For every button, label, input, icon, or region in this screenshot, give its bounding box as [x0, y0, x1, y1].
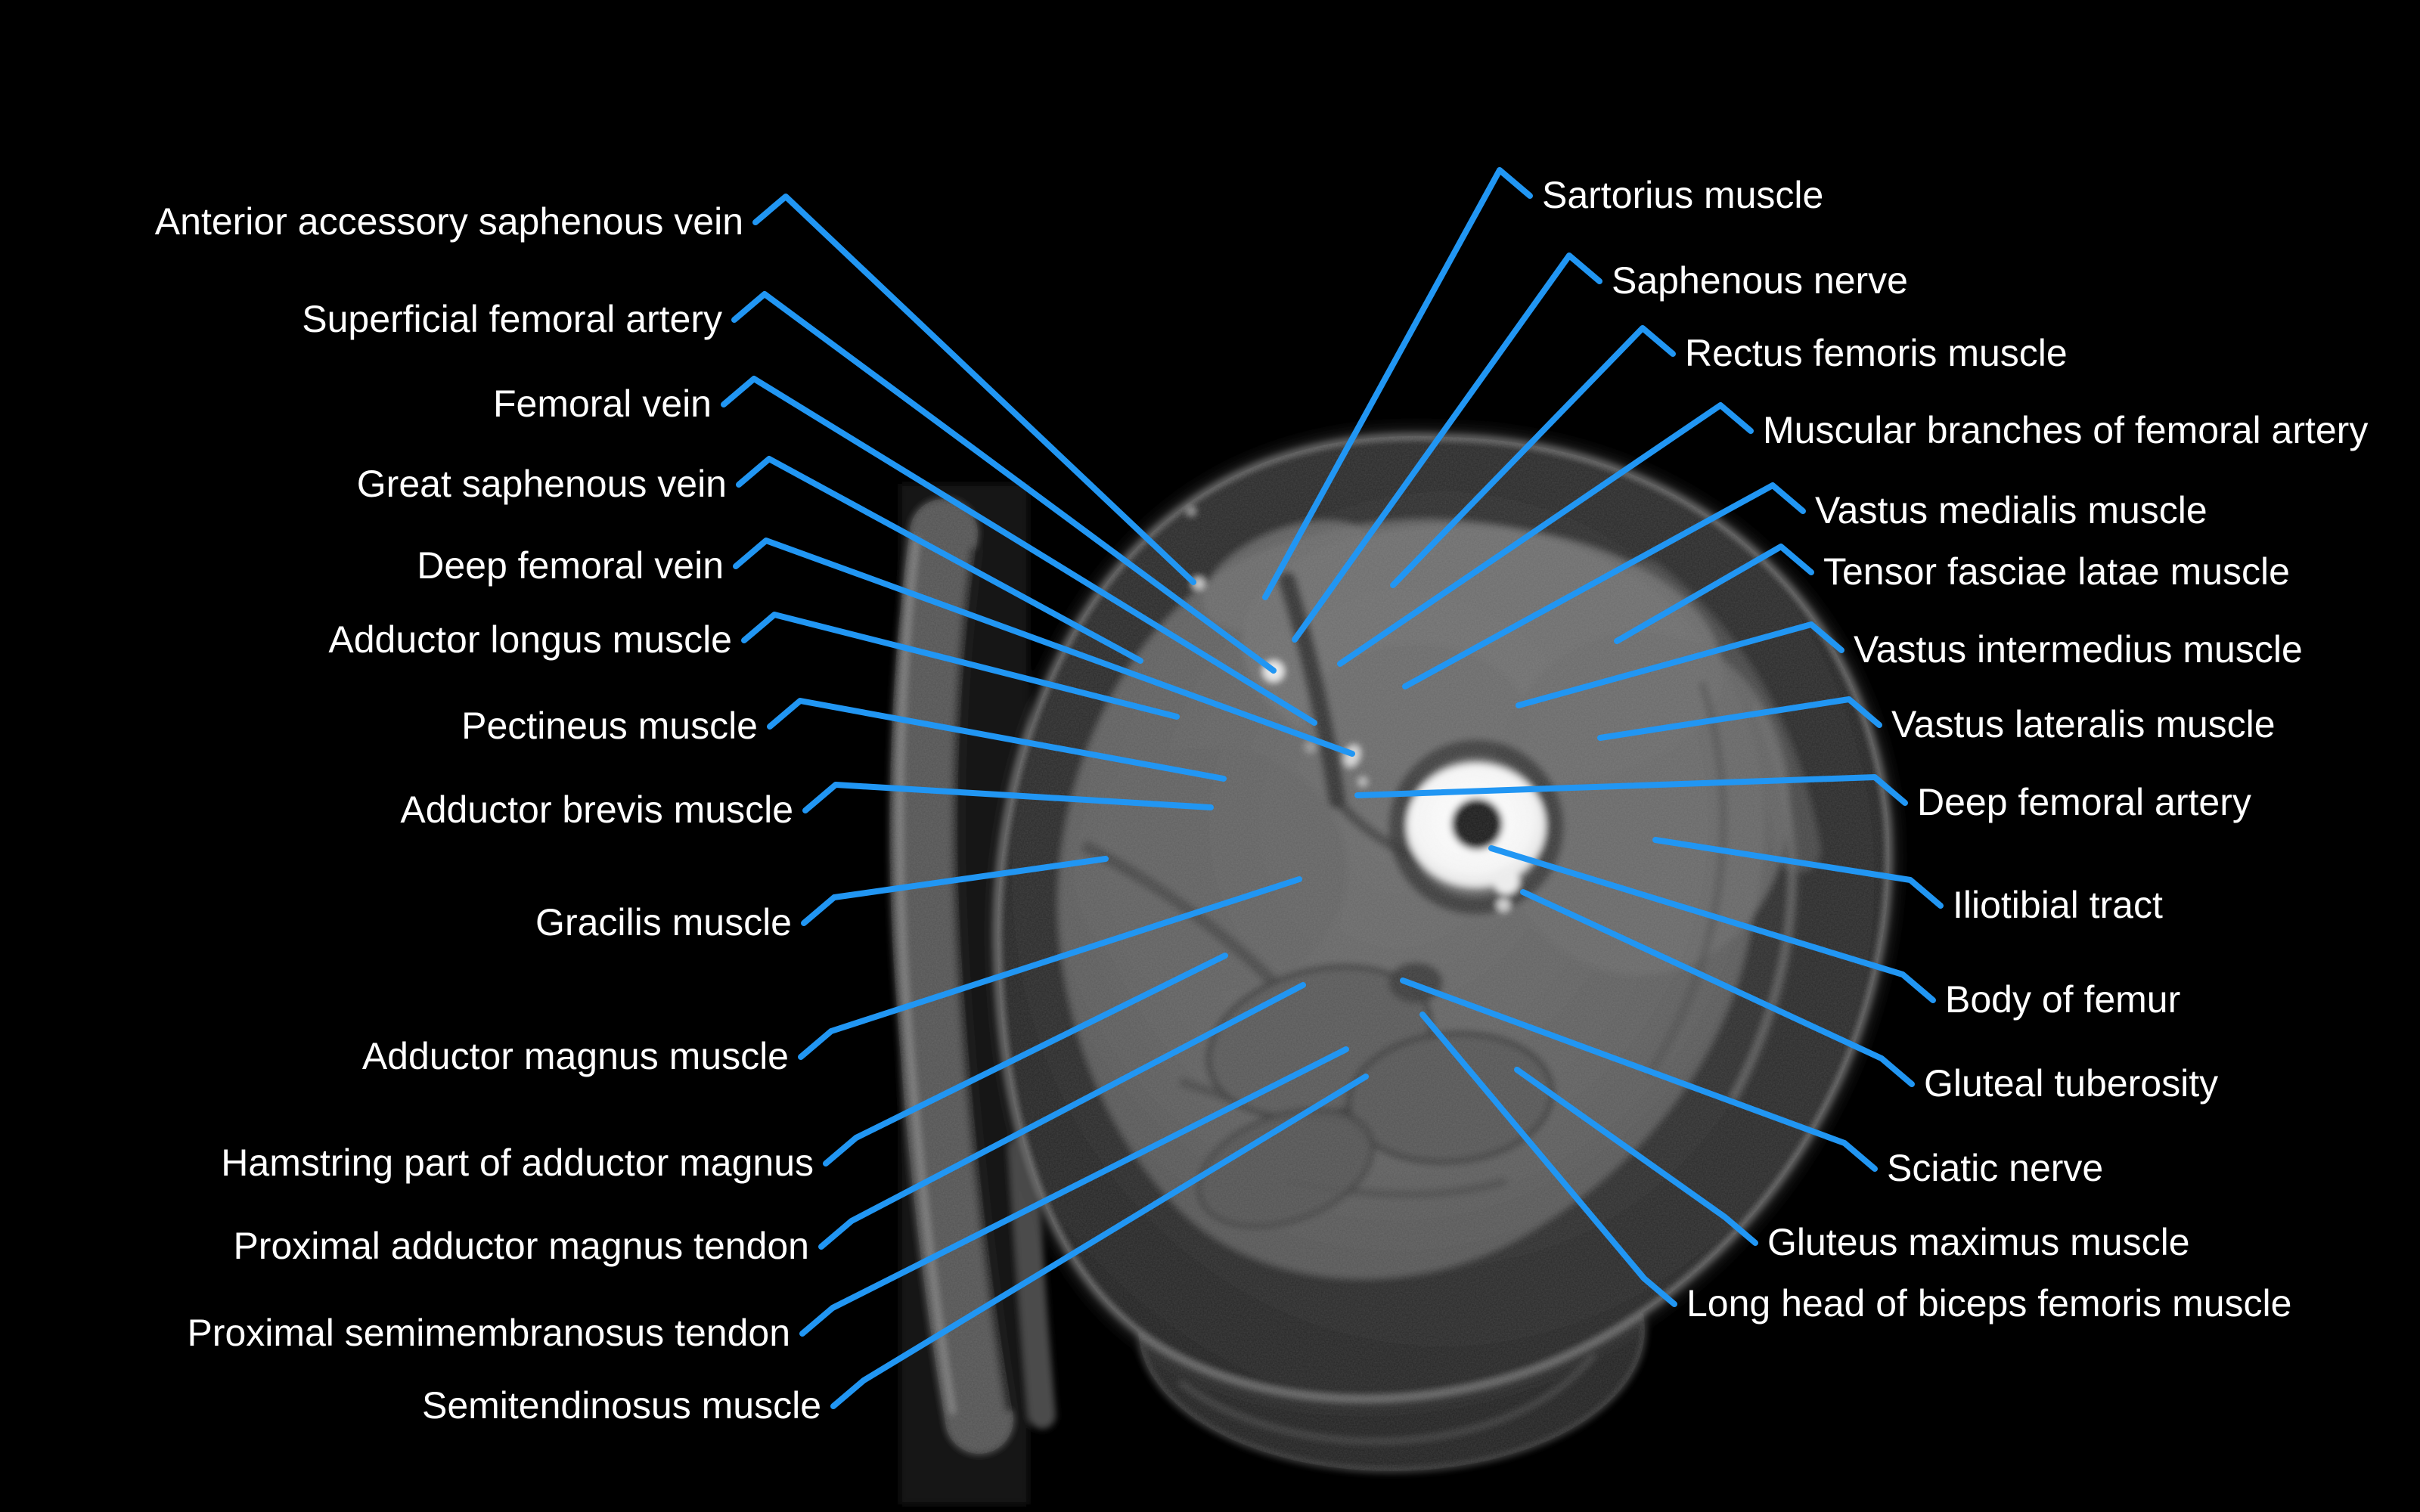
leader-line-gluteus-maximus-muscle — [1514, 1067, 1758, 1246]
anatomy-label-deep-femoral-artery: Deep femoral artery — [1917, 781, 2251, 823]
leader-line-muscular-branches-of-femoral-artery — [1337, 402, 1754, 667]
anatomy-label-adductor-brevis-muscle: Adductor brevis muscle — [400, 789, 793, 831]
leader-line-body-of-femur — [1488, 845, 1936, 1003]
anatomy-label-gluteal-tuberosity: Gluteal tuberosity — [1924, 1062, 2219, 1105]
anatomy-label-muscular-branches-of-femoral-artery: Muscular branches of femoral artery — [1763, 409, 2369, 451]
anatomy-label-semitendinosus-muscle: Semitendinosus muscle — [421, 1384, 821, 1427]
leader-line-gluteal-tuberosity — [1520, 889, 1915, 1087]
anatomy-label-pectineus-muscle: Pectineus muscle — [461, 705, 758, 747]
anatomy-label-sartorius-muscle: Sartorius muscle — [1542, 174, 1824, 216]
leader-line-hamstring-part-of-adductor-magnus — [823, 953, 1228, 1167]
leader-line-sartorius-muscle — [1262, 167, 1533, 600]
leader-line-long-head-of-biceps-femoris-muscle — [1419, 1012, 1677, 1307]
anatomy-label-adductor-magnus-muscle: Adductor magnus muscle — [361, 1035, 789, 1077]
anatomy-label-body-of-femur: Body of femur — [1945, 978, 2181, 1021]
leader-line-adductor-longus-muscle — [741, 612, 1180, 720]
leader-line-great-saphenous-vein — [736, 456, 1143, 664]
leader-line-semitendinosus-muscle — [830, 1074, 1369, 1409]
anatomy-label-proximal-adductor-magnus-tendon: Proximal adductor magnus tendon — [233, 1225, 809, 1267]
anatomy-label-vastus-lateralis-muscle: Vastus lateralis muscle — [1891, 703, 2276, 745]
leader-line-rectus-femoris-muscle — [1390, 325, 1676, 588]
anatomy-label-vastus-intermedius-muscle: Vastus intermedius muscle — [1854, 628, 2303, 671]
anatomy-label-hamstring-part-of-adductor-magnus: Hamstring part of adductor magnus — [221, 1142, 814, 1184]
anatomy-label-adductor-longus-muscle: Adductor longus muscle — [328, 618, 732, 661]
ct-noise — [889, 435, 1890, 1471]
leader-line-adductor-magnus-muscle — [798, 876, 1302, 1060]
leader-line-adductor-brevis-muscle — [802, 782, 1214, 813]
leader-line-sciatic-nerve — [1400, 978, 1878, 1172]
anatomy-label-rectus-femoris-muscle: Rectus femoris muscle — [1685, 332, 2068, 374]
leader-line-vastus-intermedius-muscle — [1516, 621, 1844, 708]
anatomy-label-proximal-semimembranosus-tendon: Proximal semimembranosus tendon — [187, 1312, 790, 1354]
anatomy-label-long-head-of-biceps-femoris-muscle: Long head of biceps femoris muscle — [1686, 1282, 2292, 1325]
leader-line-proximal-semimembranosus-tendon — [799, 1046, 1349, 1337]
leader-line-vastus-lateralis-muscle — [1597, 696, 1882, 741]
anatomy-label-saphenous-nerve: Saphenous nerve — [1612, 259, 1908, 302]
anatomy-label-gracilis-muscle: Gracilis muscle — [535, 901, 792, 943]
anatomy-label-superficial-femoral-artery: Superficial femoral artery — [302, 298, 722, 340]
leader-line-femoral-vein — [721, 376, 1317, 726]
leader-line-vastus-medialis-muscle — [1402, 482, 1806, 689]
anatomy-label-gluteus-maximus-muscle: Gluteus maximus muscle — [1767, 1221, 2190, 1263]
medial-skin-fold-lower — [1009, 1136, 1056, 1429]
anatomy-label-femoral-vein: Femoral vein — [493, 383, 712, 425]
medial-skin-fold-shadow — [952, 547, 1019, 1412]
leader-line-saphenous-nerve — [1292, 253, 1602, 643]
anatomy-label-sciatic-nerve: Sciatic nerve — [1887, 1147, 2104, 1189]
anatomy-label-vastus-medialis-muscle: Vastus medialis muscle — [1815, 489, 2207, 531]
leader-line-superficial-femoral-artery — [731, 291, 1277, 674]
leader-line-tensor-fasciae-latae-muscle — [1614, 544, 1814, 644]
leader-line-deep-femoral-vein — [733, 538, 1355, 757]
anatomy-label-great-saphenous-vein: Great saphenous vein — [356, 463, 727, 505]
anatomy-label-iliotibial-tract: Iliotibial tract — [1953, 884, 2163, 926]
leader-line-deep-femoral-artery — [1354, 774, 1908, 806]
anatomy-label-deep-femoral-vein: Deep femoral vein — [417, 544, 724, 587]
leader-lines — [721, 167, 1944, 1409]
leader-line-iliotibial-tract — [1652, 837, 1944, 909]
leader-line-gracilis-muscle — [801, 856, 1109, 926]
leader-line-pectineus-muscle — [767, 698, 1227, 782]
leader-line-proximal-adductor-magnus-tendon — [818, 982, 1306, 1250]
anatomy-label-tensor-fasciae-latae-muscle: Tensor fasciae latae muscle — [1823, 550, 2290, 593]
anatomy-label-anterior-accessory-saphenous-vein: Anterior accessory saphenous vein — [154, 200, 743, 243]
leader-line-anterior-accessory-saphenous-vein — [752, 194, 1196, 585]
